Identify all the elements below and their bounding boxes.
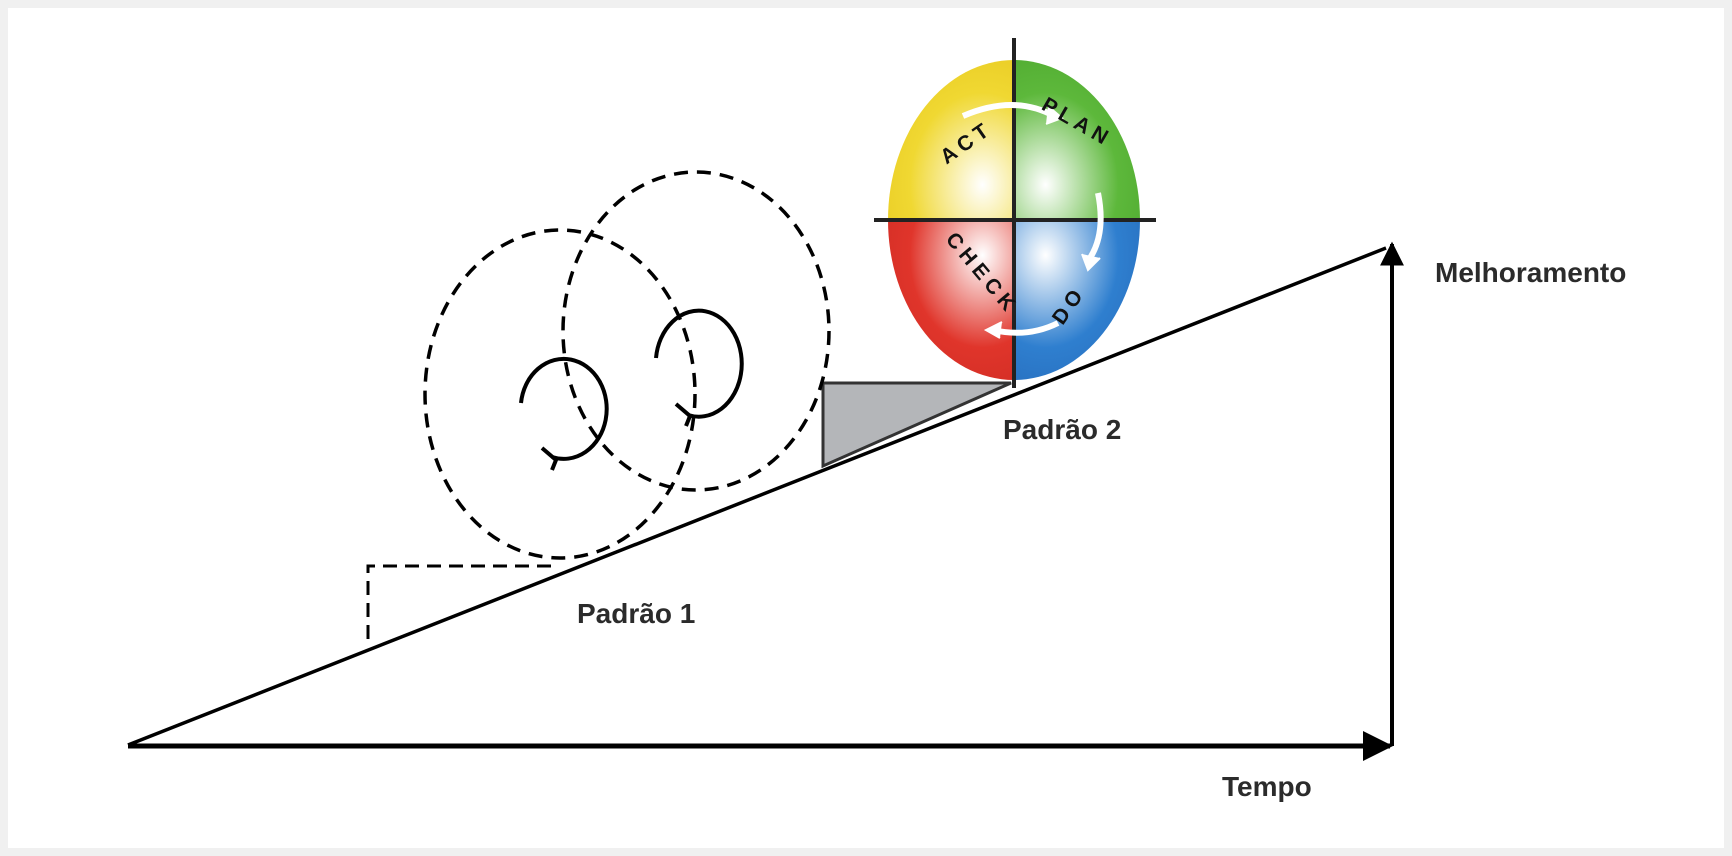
improvement-slope-line bbox=[127, 246, 1387, 747]
diagram-canvas: ACT PLAN DO CHECK Melhoramento Tempo Pad… bbox=[8, 8, 1724, 848]
standard-1-label: Padrão 1 bbox=[577, 598, 695, 629]
dashed-circle-2 bbox=[561, 170, 831, 492]
rotation-arrow-2-icon bbox=[654, 308, 744, 427]
improvement-axis-label: Melhoramento bbox=[1435, 257, 1626, 288]
standard-1-dashed-block bbox=[366, 564, 558, 639]
pdca-improvement-diagram: ACT PLAN DO CHECK Melhoramento Tempo Pad… bbox=[127, 38, 1626, 802]
standard-2-wedge bbox=[821, 381, 1012, 469]
pdca-wheel: ACT PLAN DO CHECK bbox=[874, 38, 1156, 388]
standard-2-label: Padrão 2 bbox=[1003, 414, 1121, 445]
dashed-circle-1 bbox=[423, 228, 697, 560]
pdca-do-quadrant bbox=[1014, 220, 1140, 380]
pdca-plan-quadrant bbox=[1014, 60, 1140, 220]
pdca-act-quadrant bbox=[888, 60, 1014, 220]
rotation-arrow-1-icon bbox=[519, 356, 609, 471]
time-axis-label: Tempo bbox=[1222, 771, 1312, 802]
pdca-check-quadrant bbox=[888, 220, 1014, 380]
